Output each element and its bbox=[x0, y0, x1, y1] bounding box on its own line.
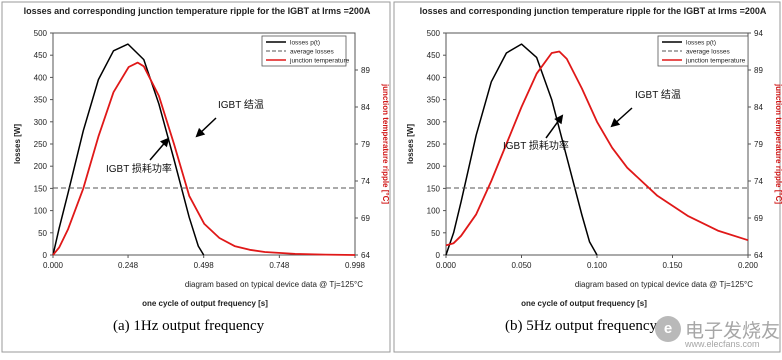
y2-tick-label: 69 bbox=[361, 214, 370, 223]
y2-tick-label: 94 bbox=[754, 29, 763, 38]
series-line-junction-temperature bbox=[445, 50, 749, 247]
chart-note: diagram based on typical device data @ T… bbox=[185, 280, 363, 289]
legend-label: average losses bbox=[686, 49, 730, 56]
y-tick-label: 350 bbox=[427, 96, 441, 105]
x-tick-label: 0.150 bbox=[662, 261, 683, 270]
legend-label: junction temperature bbox=[289, 58, 350, 65]
series-line-losses-p-t- bbox=[445, 43, 598, 256]
chart-note: diagram based on typical device data @ T… bbox=[575, 280, 753, 289]
x-tick-label: 0.000 bbox=[43, 261, 64, 270]
y2-axis-label: junction temperature ripple [°C] bbox=[774, 83, 782, 204]
y-tick-label: 500 bbox=[34, 29, 48, 38]
caption-5hz: (b) 5Hz output frequency bbox=[505, 318, 658, 334]
chart-title: losses and corresponding junction temper… bbox=[420, 6, 767, 16]
series-line-losses-p-t- bbox=[52, 43, 205, 256]
y-tick-label: 400 bbox=[34, 73, 48, 82]
y-tick-label: 300 bbox=[34, 118, 48, 127]
legend-box bbox=[657, 35, 749, 67]
y-tick-label: 150 bbox=[427, 184, 441, 193]
series-line-junction-temperature bbox=[52, 61, 356, 256]
x-tick-label: 0.498 bbox=[194, 261, 215, 270]
annotation-label: IGBT 损耗功率 bbox=[106, 162, 172, 175]
x-tick-label: 0.000 bbox=[436, 261, 457, 270]
watermark-logo-icon: e bbox=[655, 316, 681, 342]
y-tick-label: 200 bbox=[34, 162, 48, 171]
y-tick-label: 250 bbox=[427, 140, 441, 149]
x-axis-label: one cycle of output frequency [s] bbox=[521, 299, 647, 308]
y-tick-label: 0 bbox=[436, 251, 441, 260]
annotation-arrow-head bbox=[554, 114, 564, 125]
y2-tick-label: 79 bbox=[361, 140, 370, 149]
legend-label: losses p(t) bbox=[290, 40, 320, 47]
y-tick-label: 450 bbox=[34, 51, 48, 60]
y2-tick-label: 89 bbox=[361, 66, 370, 75]
panel-1hz: losses and corresponding junction temper… bbox=[1, 1, 391, 353]
y-axis-label: losses [W] bbox=[406, 124, 415, 164]
watermark-text: 电子发烧友 bbox=[685, 320, 781, 342]
y-tick-label: 50 bbox=[38, 229, 47, 238]
watermark: e 电子发烧友 www.elecfans.com bbox=[655, 314, 781, 356]
y-tick-label: 0 bbox=[43, 251, 48, 260]
y-tick-label: 400 bbox=[427, 73, 441, 82]
y2-tick-label: 79 bbox=[754, 140, 763, 149]
x-tick-label: 0.100 bbox=[587, 261, 608, 270]
y-tick-label: 450 bbox=[427, 51, 441, 60]
annotation-arrow-head bbox=[160, 137, 170, 148]
y-tick-label: 100 bbox=[427, 207, 441, 216]
annotation-arrow-head bbox=[610, 118, 621, 128]
x-tick-label: 0.998 bbox=[345, 261, 366, 270]
y2-axis-label: junction temperature ripple [°C] bbox=[381, 83, 390, 204]
y2-tick-label: 84 bbox=[361, 103, 370, 112]
y-tick-label: 50 bbox=[431, 229, 440, 238]
y-tick-label: 200 bbox=[427, 162, 441, 171]
watermark-url: www.elecfans.com bbox=[685, 339, 760, 349]
y2-tick-label: 64 bbox=[754, 251, 763, 260]
y-tick-label: 250 bbox=[34, 140, 48, 149]
y2-tick-label: 69 bbox=[754, 214, 763, 223]
y-tick-label: 150 bbox=[34, 184, 48, 193]
x-tick-label: 0.248 bbox=[118, 261, 139, 270]
y2-tick-label: 84 bbox=[754, 103, 763, 112]
chart-title: losses and corresponding junction temper… bbox=[24, 6, 371, 16]
y2-tick-label: 74 bbox=[754, 177, 763, 186]
y2-tick-label: 64 bbox=[361, 251, 370, 260]
annotation-label: IGBT 损耗功率 bbox=[503, 139, 569, 152]
x-tick-label: 0.050 bbox=[511, 261, 532, 270]
y2-tick-label: 89 bbox=[754, 66, 763, 75]
legend-label: losses p(t) bbox=[686, 40, 716, 47]
panel-5hz: losses and corresponding junction temper… bbox=[393, 1, 782, 353]
y-tick-label: 500 bbox=[427, 29, 441, 38]
y2-tick-label: 74 bbox=[361, 177, 370, 186]
x-tick-label: 0.200 bbox=[738, 261, 759, 270]
legend-label: junction temperature bbox=[685, 58, 746, 65]
y-tick-label: 300 bbox=[427, 118, 441, 127]
x-axis-label: one cycle of output frequency [s] bbox=[142, 299, 268, 308]
legend-label: average losses bbox=[290, 49, 334, 56]
annotation-label: IGBT 结温 bbox=[635, 88, 681, 101]
y-axis-label: losses [W] bbox=[13, 124, 22, 164]
plot-area bbox=[445, 32, 749, 256]
annotation-arrow-head bbox=[195, 127, 206, 138]
y-tick-label: 350 bbox=[34, 96, 48, 105]
caption-1hz: (a) 1Hz output frequency bbox=[113, 318, 265, 334]
x-tick-label: 0.748 bbox=[269, 261, 290, 270]
annotation-label: IGBT 结温 bbox=[218, 98, 264, 111]
y-tick-label: 100 bbox=[34, 207, 48, 216]
